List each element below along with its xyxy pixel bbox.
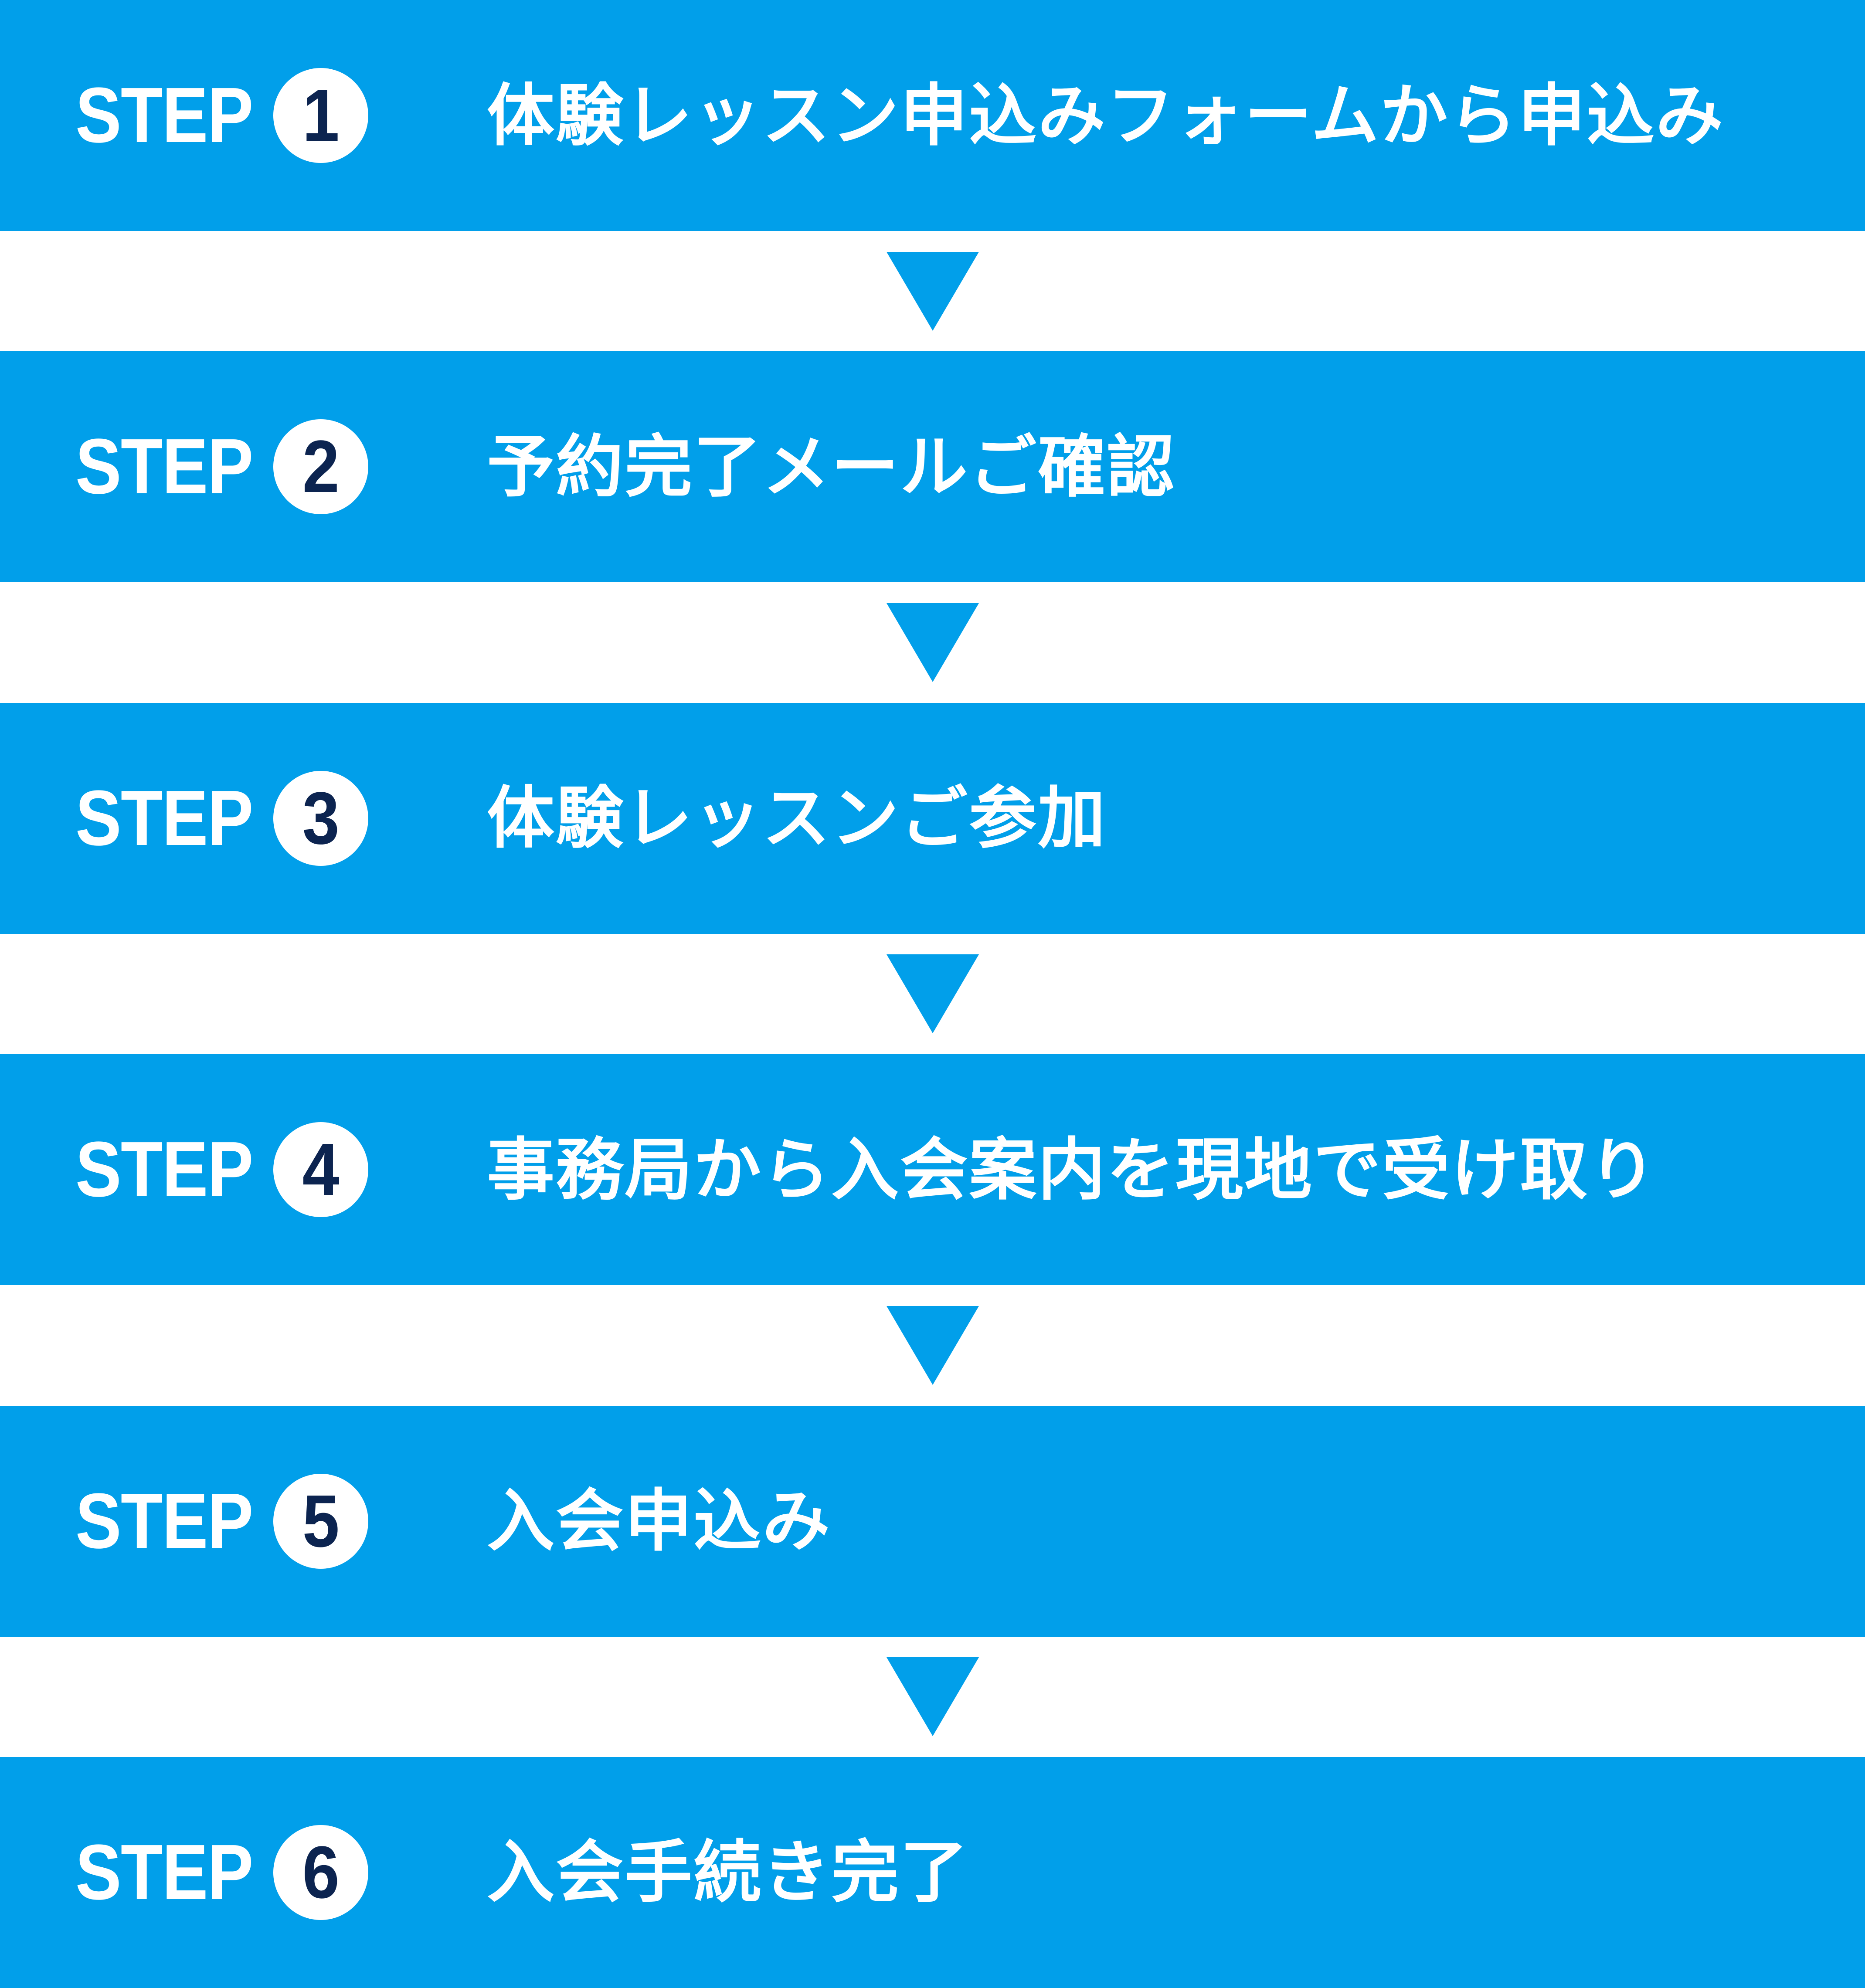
- step-label: STEP: [75, 1477, 253, 1565]
- step-label: STEP: [75, 423, 253, 511]
- step-label: STEP: [75, 71, 253, 159]
- step-row: STEP 6 入会手続き完了: [0, 1757, 1865, 1988]
- step-number: 3: [302, 777, 340, 860]
- step-label: STEP: [75, 1126, 253, 1214]
- down-triangle-icon: [886, 954, 979, 1034]
- step-description: 体験レッスンご参加: [487, 780, 1107, 856]
- connector: [0, 1285, 1865, 1406]
- step-number-badge: 1: [273, 68, 369, 163]
- connector: [0, 582, 1865, 703]
- step-row: STEP 1 体験レッスン申込みフォームから申込み: [0, 0, 1865, 231]
- step-label: STEP: [75, 1828, 253, 1916]
- down-triangle-icon: [886, 1306, 979, 1385]
- connector: [0, 1636, 1865, 1757]
- step-number-badge: 3: [273, 770, 369, 866]
- step-number-badge: 4: [273, 1122, 369, 1218]
- connector: [0, 231, 1865, 352]
- down-triangle-icon: [886, 251, 979, 331]
- step-row: STEP 3 体験レッスンご参加: [0, 702, 1865, 934]
- connector: [0, 933, 1865, 1055]
- step-description: 体験レッスン申込みフォームから申込み: [487, 78, 1725, 153]
- step-row: STEP 2 予約完了メールご確認: [0, 351, 1865, 583]
- step-description: 入会申込み: [487, 1483, 832, 1559]
- step-label: STEP: [75, 774, 253, 862]
- step-number-badge: 5: [273, 1473, 369, 1569]
- step-number: 5: [302, 1479, 340, 1563]
- step-number: 1: [302, 74, 340, 157]
- down-triangle-icon: [886, 1657, 979, 1737]
- step-description: 入会手続き完了: [487, 1835, 969, 1910]
- step-number: 4: [302, 1128, 340, 1211]
- step-number-badge: 2: [273, 419, 369, 515]
- step-row: STEP 5 入会申込み: [0, 1405, 1865, 1637]
- step-number: 6: [302, 1831, 340, 1914]
- down-triangle-icon: [886, 603, 979, 682]
- step-row: STEP 4 事務局から入会案内を現地で受け取り: [0, 1054, 1865, 1286]
- step-number-badge: 6: [273, 1825, 369, 1920]
- step-description: 事務局から入会案内を現地で受け取り: [487, 1132, 1658, 1208]
- step-description: 予約完了メールご確認: [487, 429, 1176, 505]
- step-number: 2: [302, 425, 340, 509]
